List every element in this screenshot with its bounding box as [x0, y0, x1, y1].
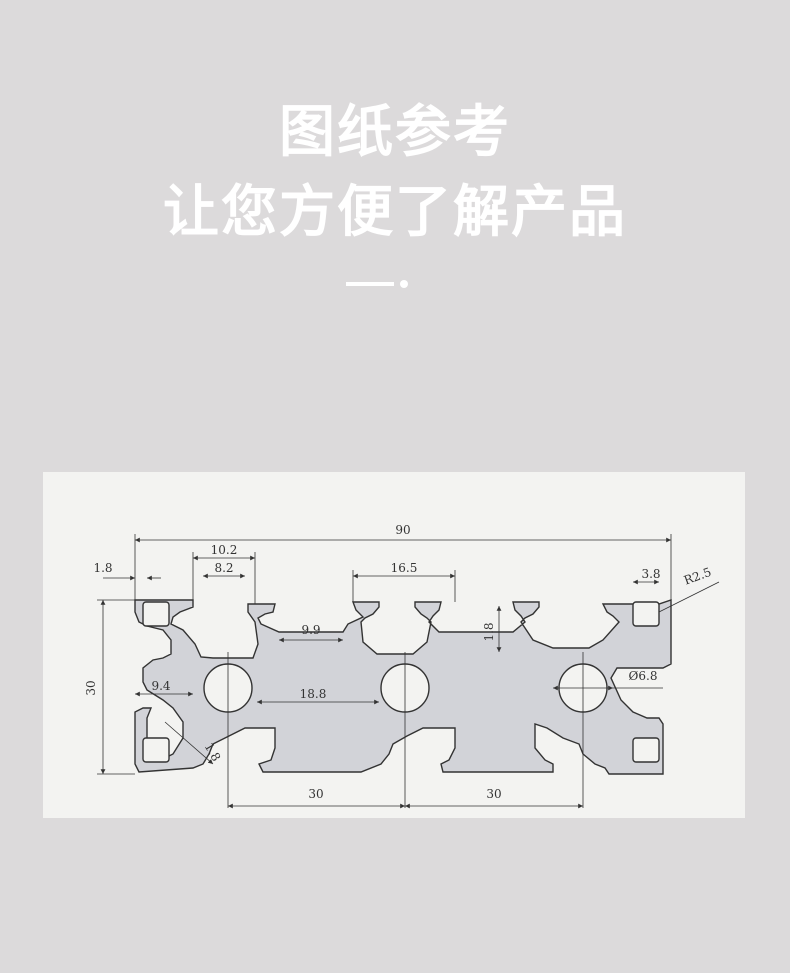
dim-wall-vertical: 1.8 — [482, 622, 496, 641]
dim-corner-slot: 3.8 — [641, 567, 660, 581]
technical-drawing-panel: 90 10.2 8.2 1.8 16.5 3.8 R2.5 9.9 1.8 30… — [43, 472, 745, 818]
dim-left-core: 9.4 — [151, 679, 170, 693]
dim-bore-diameter: Ø6.8 — [629, 669, 658, 683]
center-lines — [227, 652, 584, 808]
dimension-lines — [97, 534, 720, 809]
dimension-labels: 90 10.2 8.2 1.8 16.5 3.8 R2.5 9.9 1.8 30… — [84, 523, 713, 801]
dim-pitch-1: 30 — [308, 787, 323, 801]
dim-height: 30 — [84, 680, 98, 695]
decorative-dot — [400, 280, 408, 288]
dim-slot-center: 16.5 — [391, 561, 418, 575]
decorative-dash — [346, 282, 394, 286]
dim-overall-width: 90 — [395, 523, 410, 537]
dim-corner-radius: R2.5 — [682, 565, 713, 588]
page-subtitle: 让您方便了解产品 — [163, 180, 627, 245]
dim-pitch-2: 30 — [486, 787, 501, 801]
dim-slot-inner: 8.2 — [214, 561, 233, 575]
corner-cavity-tl — [142, 601, 170, 627]
page-title: 图纸参考 — [279, 100, 511, 165]
dim-core-span: 18.8 — [300, 687, 327, 701]
corner-cavity-tr — [632, 601, 660, 627]
dim-inner-gap: 9.9 — [301, 623, 320, 637]
dim-slot-outer: 10.2 — [211, 543, 238, 557]
corner-cavity-bl — [142, 737, 170, 763]
dim-wall-left: 1.8 — [93, 561, 112, 575]
profile-drawing: 90 10.2 8.2 1.8 16.5 3.8 R2.5 9.9 1.8 30… — [84, 523, 720, 809]
corner-cavity-br — [632, 737, 660, 763]
